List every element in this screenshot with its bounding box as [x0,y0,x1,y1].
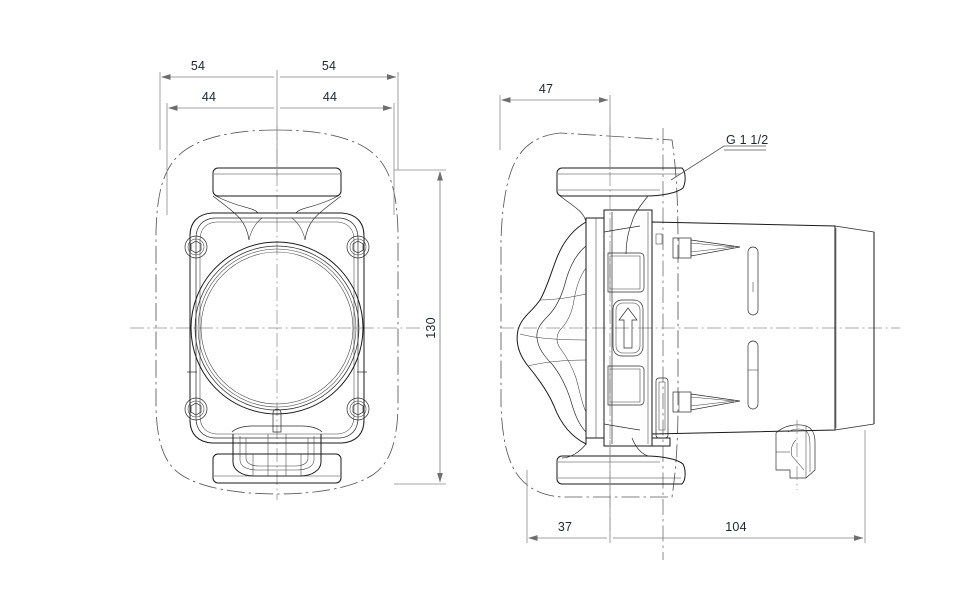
dim-130-text: 130 [424,317,438,338]
bottom-pipe-connection [212,408,342,484]
motor-screw-lower [651,377,741,447]
dim-44-right-text: 44 [323,90,337,104]
top-pipe-flange [212,167,342,241]
dim-54-left-text: 54 [191,59,205,73]
dim-47-text: 47 [539,82,553,96]
terminal-box [607,252,645,406]
flow-direction-arrow-icon [612,299,644,357]
thread-callout-text: G 1 1/2 [726,133,768,147]
pump-casing-body [516,221,587,445]
hex-socket-bolt-icon [346,397,370,421]
bottom-pipe-flange-side [556,437,686,485]
cable-plug-connector [775,420,816,490]
flange-bolt-group [184,235,370,421]
thread-callout-leader [670,145,766,181]
dim-44-left-text: 44 [202,90,216,104]
hex-socket-bolt-icon [184,235,208,259]
cooling-slot-upper [747,246,759,316]
dim-104-text: 104 [725,520,746,534]
hex-socket-bolt-icon [184,397,208,421]
dim-37-text: 37 [558,520,572,534]
hex-socket-bolt-icon [346,235,370,259]
front-view [130,126,424,500]
dimension-layer: 54 54 44 44 130 47 37 104 G 1 1/2 [159,59,866,543]
insulation-shell-outline [155,129,399,495]
motor-housing [651,221,875,435]
cooling-slot-lower [747,340,759,410]
dim-54-right-text: 54 [322,59,336,73]
motor-screw-upper [655,233,741,259]
side-view [500,126,900,560]
motor-flange-circles [190,241,364,415]
